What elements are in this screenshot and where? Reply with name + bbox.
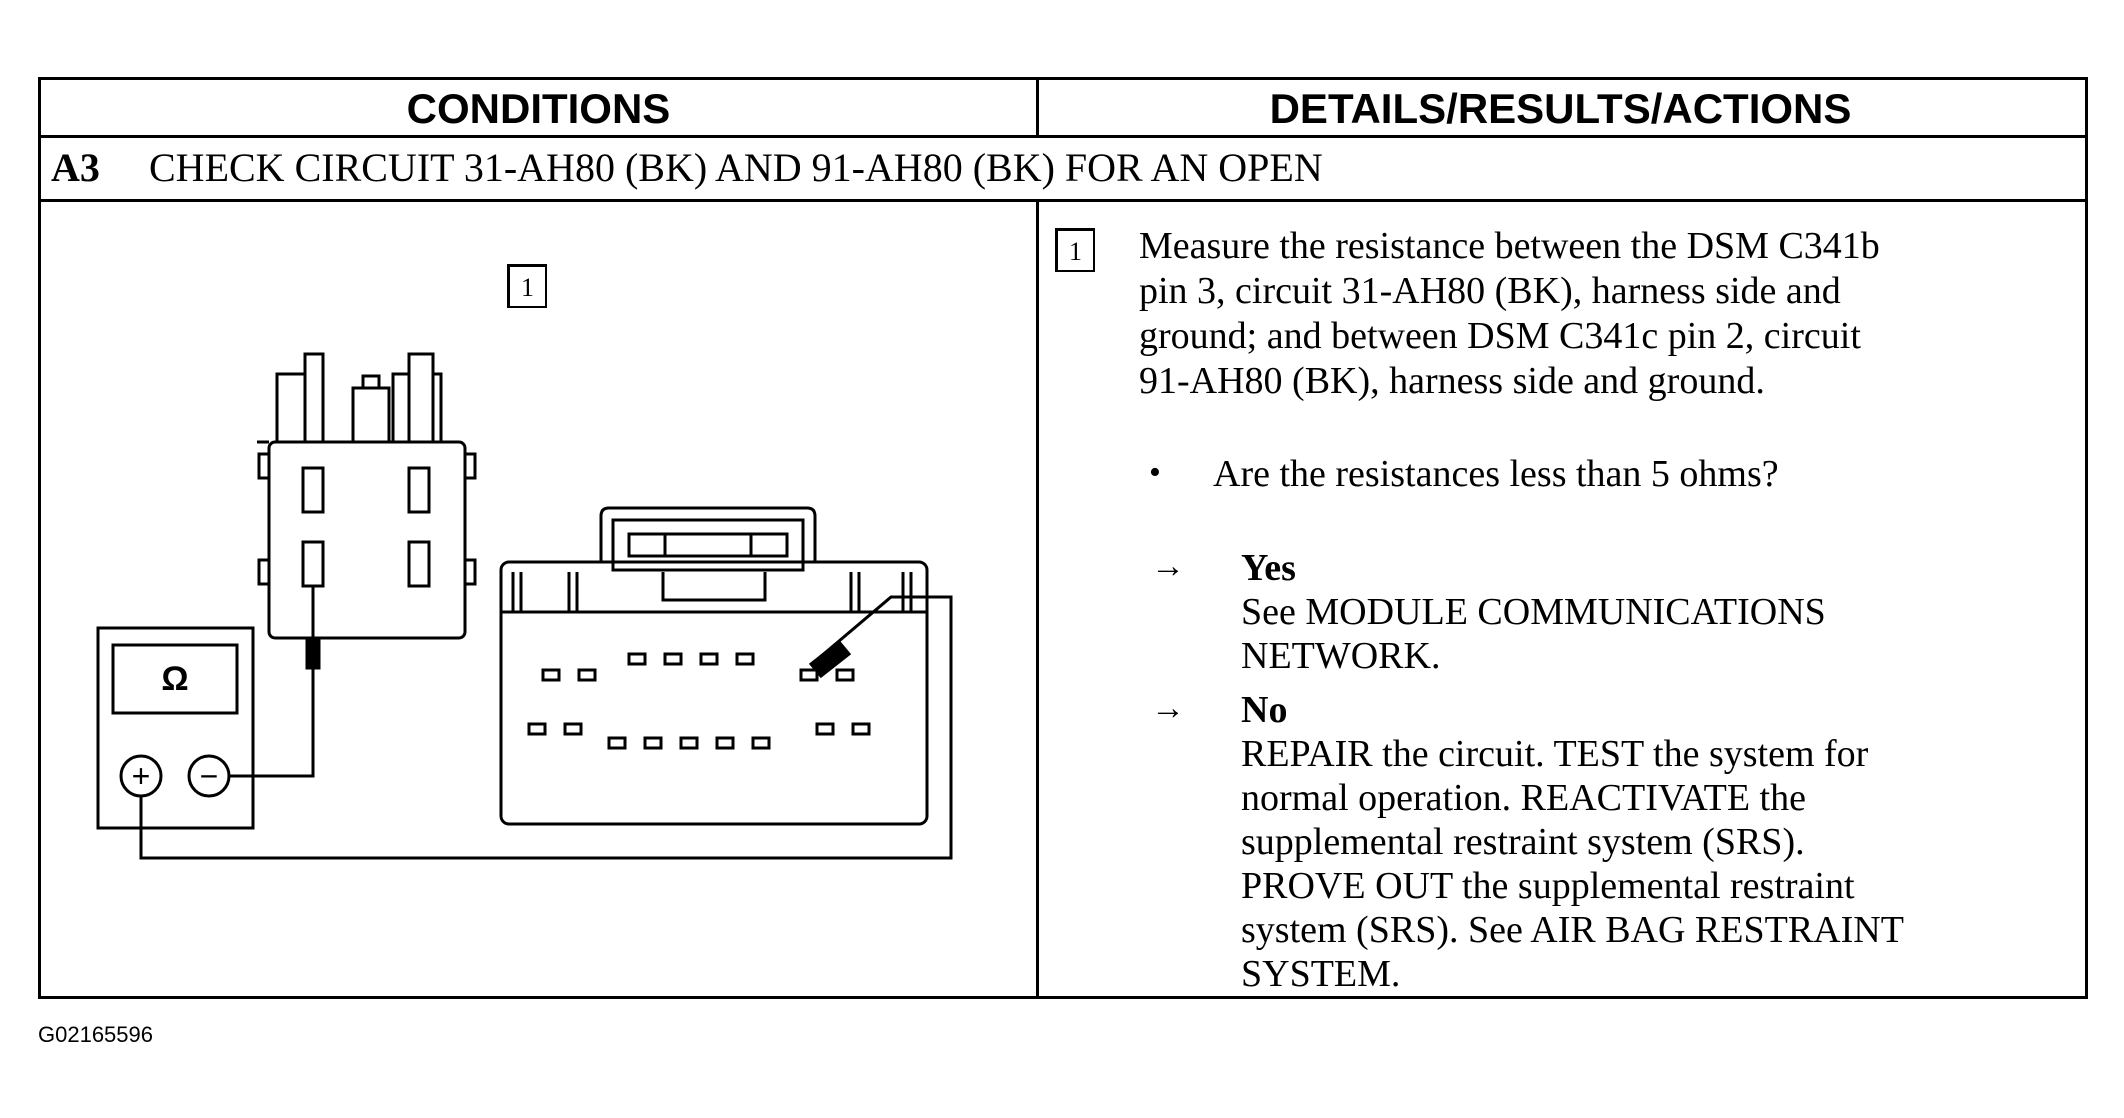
circuit-illustration [96,352,953,860]
no-label: No [1241,689,1288,731]
yes-label: Yes [1241,547,1296,589]
no-action-line: PROVE OUT the supplemental restraint [1241,865,1855,907]
question-text: Are the resistances less than 5 ohms? [1213,453,1779,495]
figure-id: G02165596 [38,1022,153,1047]
conditions-header: CONDITIONS [406,85,671,132]
c341-connector [499,506,929,826]
yes-action-line: NETWORK. [1241,635,1441,677]
diagnostic-table: CONDITIONS DETAILS/RESULTS/ACTIONS A3 CH… [38,77,2088,999]
yes-action-line: See MODULE COMMUNICATIONS [1241,591,1826,633]
instruction-line: ground; and between DSM C341c pin 2, cir… [1139,315,1861,357]
yes-arrow-icon: → [1151,548,1185,585]
no-arrow-icon: → [1151,690,1185,727]
details-header: DETAILS/RESULTS/ACTIONS [1269,85,1852,132]
bullet-icon: • [1149,454,1161,491]
conditions-diagram: 1 [41,202,1036,996]
no-action-line: normal operation. REACTIVATE the [1241,777,1806,819]
details-callout: 1 [1055,228,1095,272]
step-row: A3 CHECK CIRCUIT 31-AH80 (BK) AND 91-AH8… [41,138,2085,202]
no-action-line: SYSTEM. [1241,953,1401,995]
diagram-callout: 1 [507,264,547,308]
details-column: 1 Measure the resistance between the DSM… [1039,202,2085,996]
no-action-line: supplemental restraint system (SRS). [1241,821,1805,863]
instruction-line: Measure the resistance between the DSM C… [1139,225,1880,267]
negative-terminal-icon: − [199,758,219,794]
step-title: CHECK CIRCUIT 31-AH80 (BK) AND 91-AH80 (… [149,145,1323,190]
ohmmeter [96,595,953,860]
ohm-symbol: Ω [161,660,189,698]
positive-terminal-icon: + [131,758,151,794]
header-row: CONDITIONS DETAILS/RESULTS/ACTIONS [41,80,2085,138]
step-id: A3 [51,145,100,190]
instruction-text: Measure the resistance between the DSM C… [1139,224,1880,404]
no-action-line: system (SRS). See AIR BAG RESTRAINT [1241,909,1904,951]
instruction-line: 91-AH80 (BK), harness side and ground. [1139,360,1765,402]
no-action-line: REPAIR the circuit. TEST the system for [1241,733,1869,775]
yes-action: See MODULE COMMUNICATIONS NETWORK. [1241,590,1826,678]
no-action: REPAIR the circuit. TEST the system for … [1241,732,1904,996]
dsm-connector [257,352,477,640]
instruction-line: pin 3, circuit 31-AH80 (BK), harness sid… [1139,270,1841,312]
